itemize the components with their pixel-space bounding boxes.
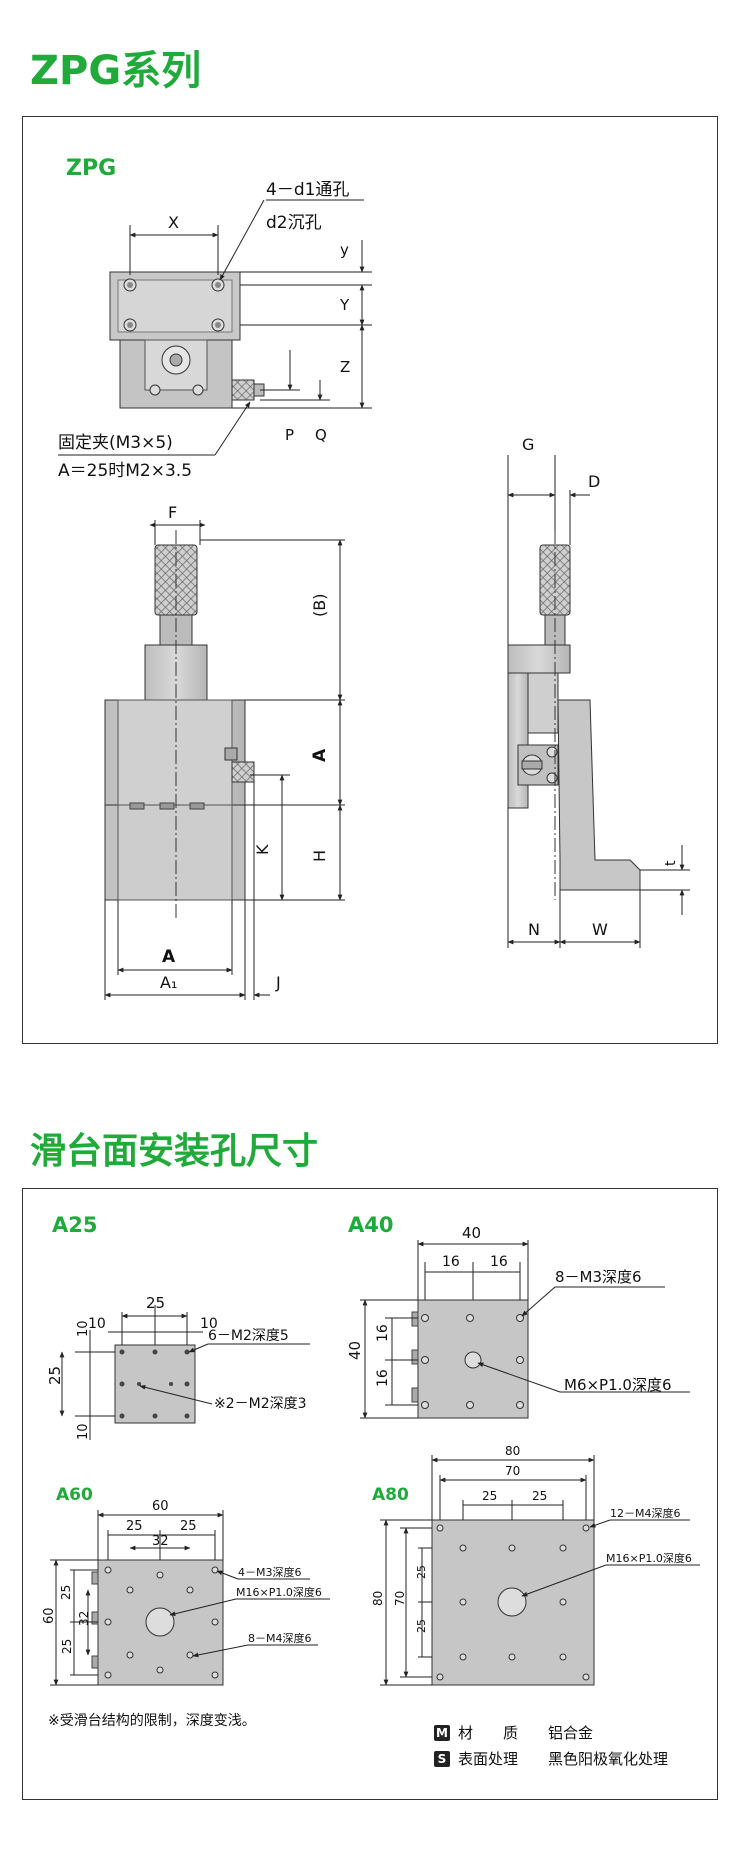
top-view-dims: X 4－d1通孔 d2沉孔 y Y Z P Q 固定夹(M3×5) A＝25时M…	[58, 180, 372, 481]
svg-text:10: 10	[76, 1423, 91, 1440]
svg-text:M16×P1.0深度6: M16×P1.0深度6	[236, 1585, 322, 1599]
section-title-zpg: ZPG系列	[30, 48, 202, 94]
svg-text:Z: Z	[340, 358, 350, 376]
svg-text:16: 16	[375, 1369, 391, 1387]
svg-text:25: 25	[46, 1366, 64, 1385]
model-label: ZPG	[66, 156, 116, 181]
svg-text:25: 25	[59, 1585, 73, 1600]
svg-text:G: G	[522, 435, 534, 454]
svg-text:W: W	[592, 920, 608, 939]
svg-text:16: 16	[442, 1254, 460, 1270]
a80-drawing: A80 80 70 25 25 80 70	[371, 1444, 700, 1686]
material-row: M 材 质 铝合金	[434, 1722, 593, 1743]
svg-text:A: A	[310, 748, 330, 762]
material-value: 铝合金	[548, 1724, 594, 1742]
a40-drawing: A40 40 16 16 40 16 16 8－M3深度6	[346, 1213, 690, 1419]
svg-text:25: 25	[415, 1565, 428, 1579]
svg-text:M6×P1.0深度6: M6×P1.0深度6	[564, 1376, 672, 1394]
section-title-mounting: 滑台面安装孔尺寸	[30, 1131, 319, 1172]
svg-text:A40: A40	[348, 1213, 393, 1237]
svg-text:25: 25	[126, 1519, 143, 1534]
svg-text:25: 25	[415, 1619, 428, 1633]
svg-text:Q: Q	[315, 426, 327, 444]
svg-text:40: 40	[346, 1341, 364, 1360]
svg-text:P: P	[285, 426, 294, 444]
svg-text:(B): (B)	[310, 594, 329, 617]
svg-text:25: 25	[180, 1519, 197, 1534]
svg-text:8－M3深度6: 8－M3深度6	[555, 1268, 642, 1286]
svg-text:70: 70	[393, 1591, 407, 1606]
front-view	[104, 530, 255, 920]
svg-text:10: 10	[200, 1316, 218, 1332]
svg-text:F: F	[168, 503, 177, 522]
svg-text:32: 32	[152, 1534, 169, 1549]
svg-text:25: 25	[146, 1294, 165, 1312]
svg-text:10: 10	[88, 1316, 106, 1332]
svg-text:D: D	[588, 472, 600, 491]
svg-text:A25: A25	[52, 1213, 97, 1237]
material-badge: M	[434, 1724, 450, 1741]
svg-text:25: 25	[482, 1489, 497, 1503]
surface-value: 黑色阳极氧化处理	[548, 1750, 669, 1768]
svg-text:40: 40	[462, 1224, 481, 1242]
front-view-dims: F (B) A H K A A₁ J	[104, 503, 345, 1000]
svg-text:80: 80	[371, 1591, 385, 1606]
a25-drawing: A25 25 10 10 25 10 10 6－M2深度5 ※2－M2深度3	[46, 1213, 310, 1440]
svg-text:A₁: A₁	[160, 973, 177, 992]
surface-badge: S	[434, 1750, 450, 1767]
svg-text:60: 60	[42, 1607, 57, 1624]
svg-text:t: t	[663, 860, 679, 866]
a60-drawing: A60 60 25 25 32 60	[42, 1485, 330, 1686]
svg-text:A80: A80	[372, 1485, 409, 1505]
svg-text:A＝25时M2×3.5: A＝25时M2×3.5	[58, 461, 192, 481]
side-view	[507, 530, 641, 900]
surface-row: S 表面处理 黑色阳极氧化处理	[434, 1748, 668, 1769]
depth-note: ※受滑台结构的限制，深度变浅。	[48, 1713, 256, 1729]
svg-text:固定夹(M3×5): 固定夹(M3×5)	[58, 433, 173, 453]
svg-text:N: N	[528, 920, 540, 939]
svg-text:A: A	[162, 947, 176, 967]
svg-text:32: 32	[77, 1611, 91, 1626]
side-view-dims: G D N W t	[507, 435, 690, 948]
svg-text:25: 25	[532, 1489, 547, 1503]
material-label: 材 质	[458, 1724, 519, 1742]
svg-text:4－d1通孔: 4－d1通孔	[266, 180, 349, 200]
svg-text:y: y	[340, 241, 349, 259]
svg-text:8－M4深度6: 8－M4深度6	[248, 1631, 312, 1645]
svg-text:J: J	[275, 973, 281, 992]
svg-text:X: X	[168, 213, 179, 232]
svg-text:16: 16	[375, 1324, 391, 1342]
svg-text:Y: Y	[339, 296, 350, 314]
svg-text:80: 80	[505, 1444, 520, 1458]
svg-text:12－M4深度6: 12－M4深度6	[610, 1506, 681, 1520]
svg-text:70: 70	[505, 1464, 520, 1478]
mounting-panel	[22, 1188, 718, 1800]
svg-text:60: 60	[152, 1499, 169, 1514]
svg-text:16: 16	[490, 1254, 508, 1270]
svg-text:M16×P1.0深度6: M16×P1.0深度6	[606, 1551, 692, 1565]
svg-text:4－M3深度6: 4－M3深度6	[238, 1565, 302, 1579]
svg-text:10: 10	[76, 1320, 91, 1337]
svg-text:A60: A60	[56, 1485, 93, 1505]
surface-label: 表面处理	[458, 1750, 519, 1768]
svg-text:25: 25	[60, 1639, 74, 1654]
svg-text:d2沉孔: d2沉孔	[266, 213, 322, 233]
top-view	[109, 271, 265, 409]
svg-text:※2－M2深度3: ※2－M2深度3	[214, 1396, 307, 1412]
svg-text:H: H	[310, 850, 329, 862]
svg-text:6－M2深度5: 6－M2深度5	[208, 1328, 289, 1344]
svg-text:K: K	[253, 844, 272, 855]
